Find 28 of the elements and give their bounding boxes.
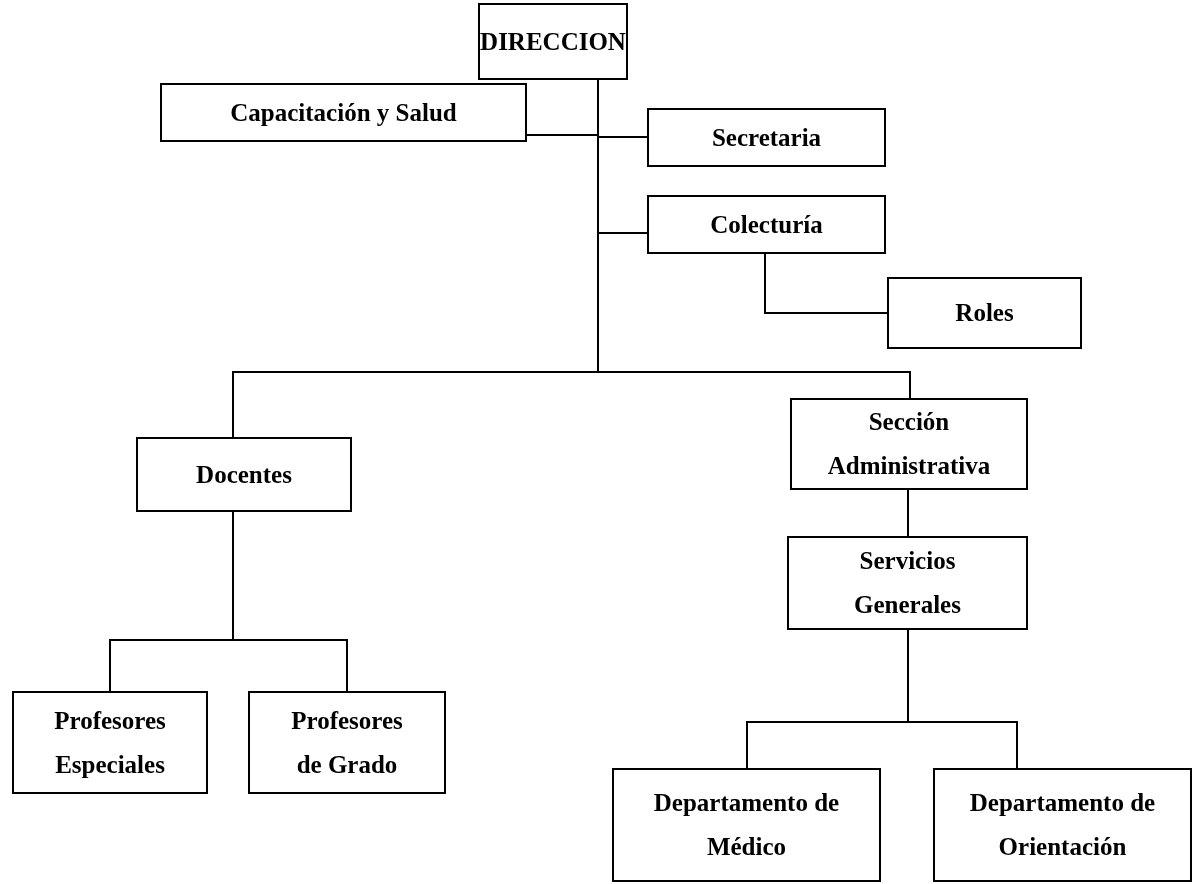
org-box [647, 108, 886, 167]
org-box [478, 3, 628, 80]
org-box [612, 768, 881, 882]
box-label: Departamento de Médico [652, 788, 841, 862]
connector-line [232, 511, 348, 692]
org-box [790, 398, 1028, 490]
box-label: Servicios Generales [853, 546, 962, 620]
box-label: Departamento de Orientación [968, 788, 1157, 862]
org-box [136, 437, 352, 512]
connector-line [907, 489, 909, 537]
box-label: Roles [955, 298, 1014, 328]
org-box [160, 83, 527, 142]
box-label: Profesores de Grado [290, 705, 404, 780]
box-label: DIRECCION [480, 26, 626, 57]
box-label: Docentes [196, 459, 292, 490]
org-box [647, 195, 886, 254]
box-label: Capacitación y Salud [230, 97, 457, 128]
connector-line [764, 253, 888, 314]
org-box [933, 768, 1192, 882]
box-label: Profesores Especiales [53, 705, 167, 780]
org-box [887, 277, 1082, 349]
box-label: Sección Administrativa [826, 407, 992, 481]
box-label: Secretaria [711, 122, 822, 153]
org-box [248, 691, 446, 794]
org-box [12, 691, 208, 794]
box-label: Colecturía [710, 209, 823, 240]
org-box [787, 536, 1028, 630]
connector-line [907, 629, 1018, 769]
